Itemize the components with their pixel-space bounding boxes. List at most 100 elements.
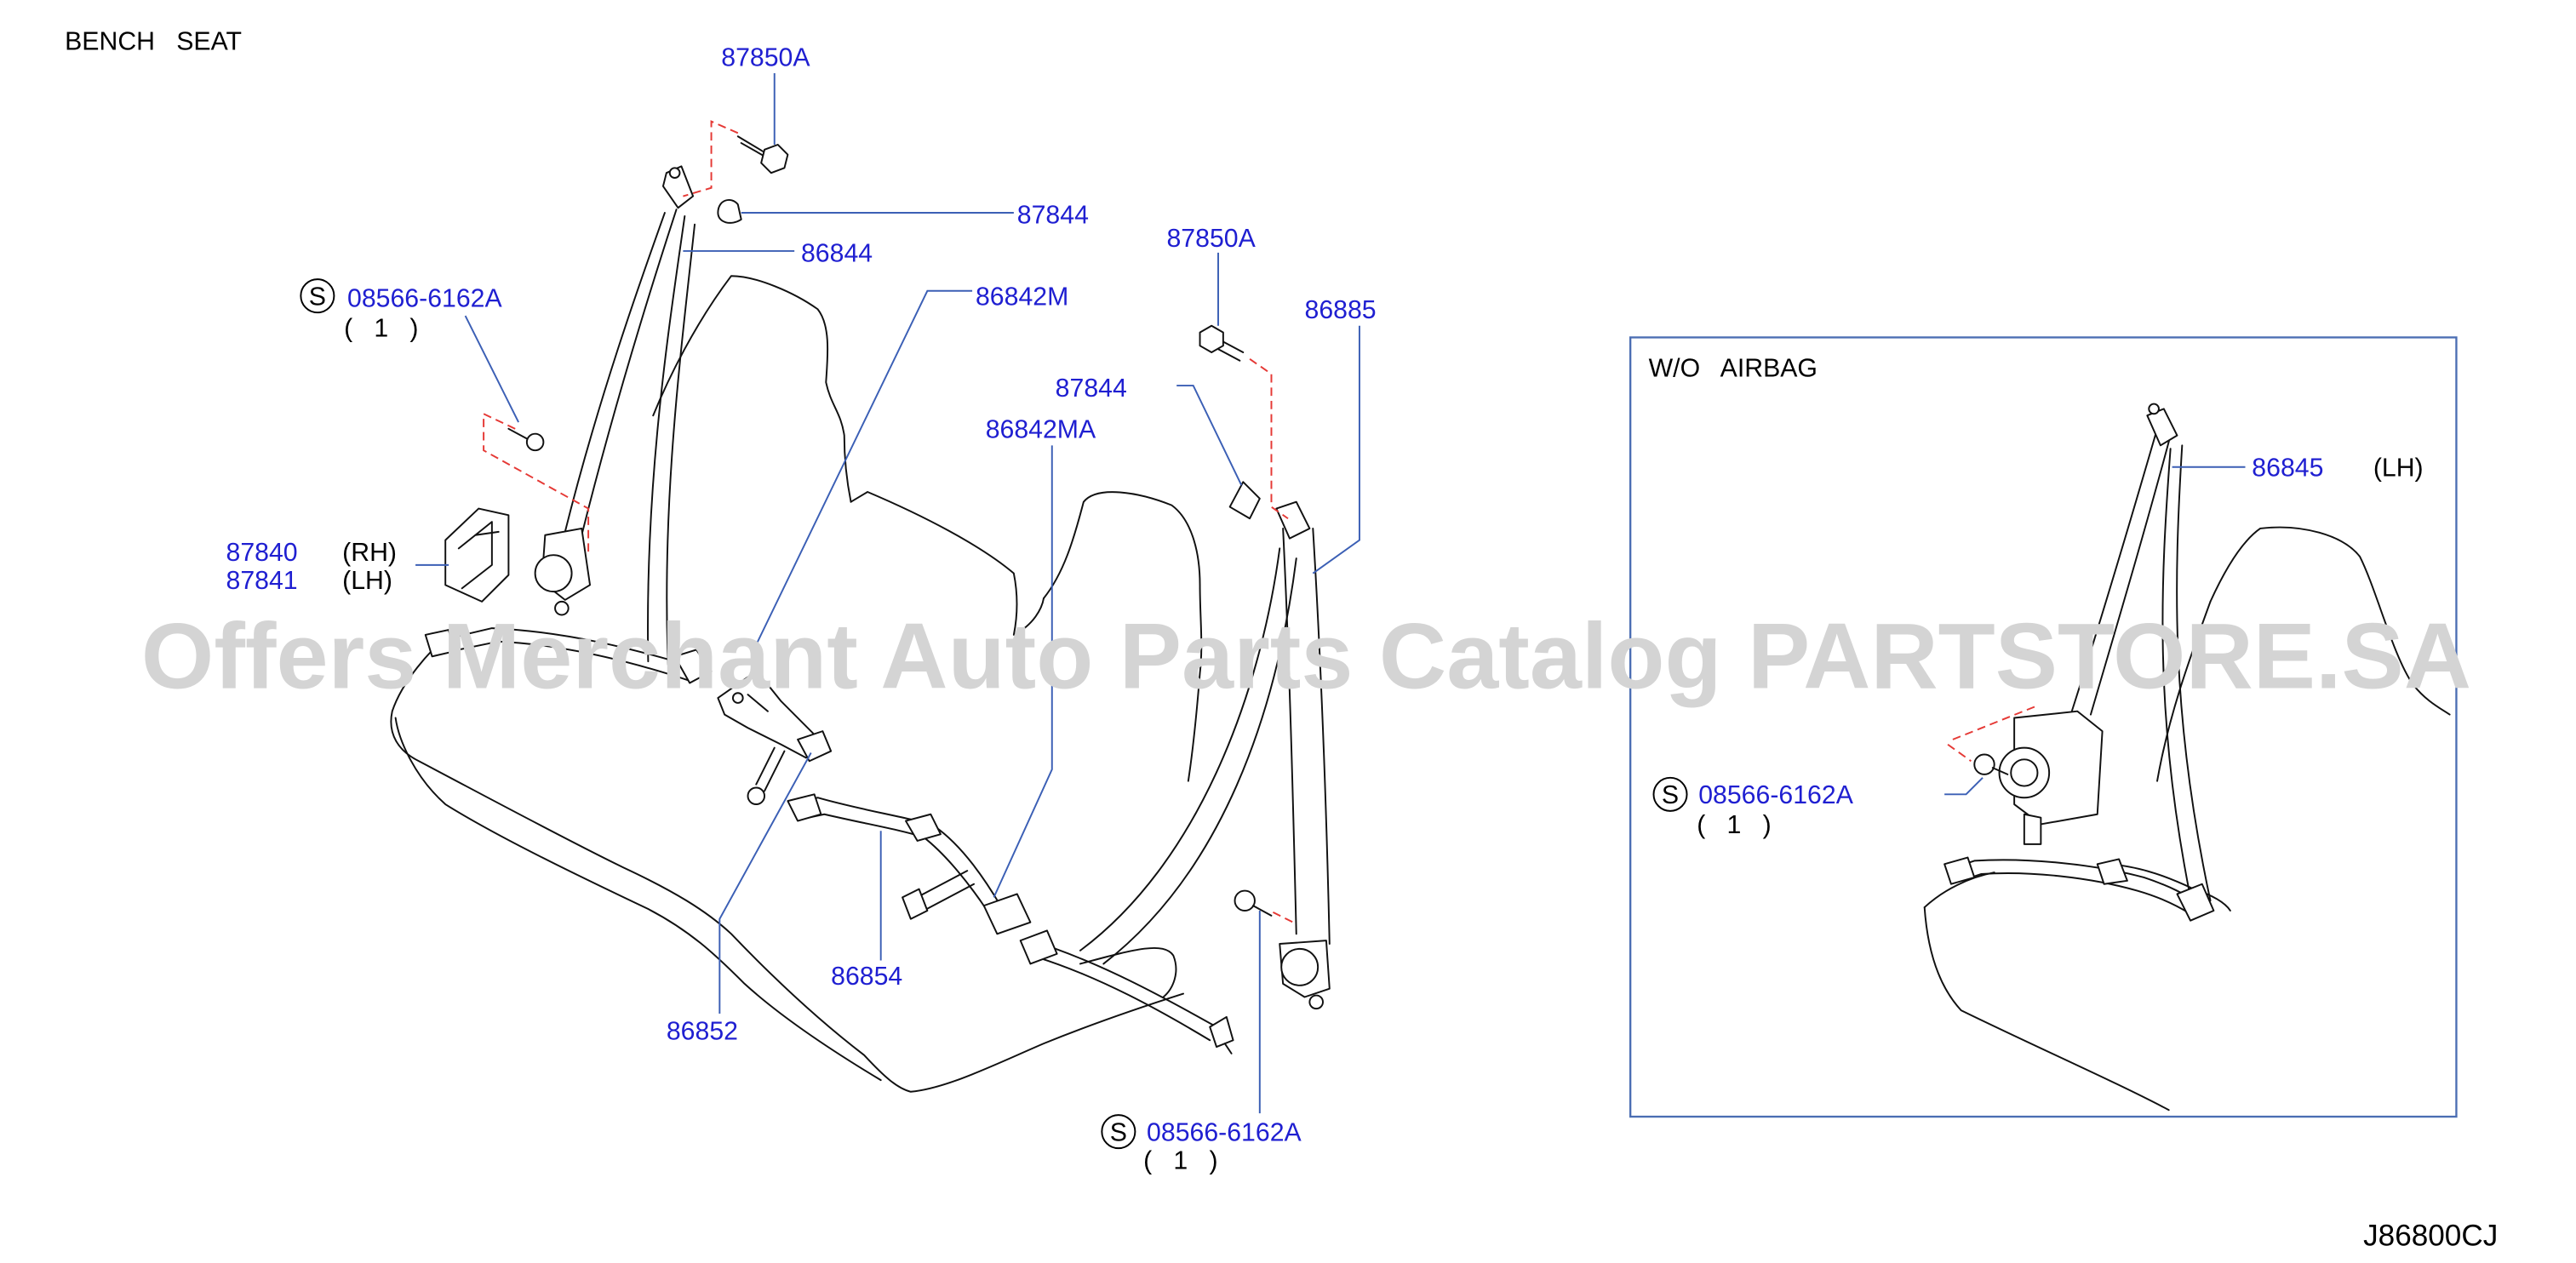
- retractor-spool: [1280, 947, 1319, 986]
- standard-part-symbol: S: [309, 283, 326, 311]
- anchor-cover: [1228, 481, 1261, 520]
- shoulder-belt-strand: [1079, 547, 1281, 952]
- leader-08566-inset: [1944, 777, 1984, 796]
- callout-86885[interactable]: 86885: [1305, 296, 1377, 324]
- guide-dash-line: [483, 412, 590, 556]
- callout-part-number[interactable]: 08566-6162A: [1147, 1118, 1302, 1146]
- standard-part-symbol: S: [1662, 781, 1679, 809]
- inset-without-airbag: W/O AIRBAG 86845 (LH) S 08566-6162A: [1629, 336, 2458, 1118]
- d-ring-bolt: [668, 167, 681, 180]
- shoulder-belt-strand: [1282, 527, 1297, 935]
- watermark-text: Offers Merchant Auto Parts Catalog PARTS…: [141, 604, 2471, 708]
- shoulder-belt-strand: [647, 214, 686, 663]
- figure-id: J86800CJ: [2363, 1219, 2498, 1252]
- callout-08566-inset[interactable]: S 08566-6162A ( 1 ): [1652, 776, 1854, 839]
- inset-title: W/O AIRBAG: [1649, 354, 1818, 382]
- callout-87840[interactable]: 87840: [226, 539, 298, 567]
- anchor-cover: [717, 198, 742, 224]
- upper-anchor-hardware: [683, 120, 789, 224]
- right-seat-belt-assembly: [1079, 500, 1331, 1010]
- callout-87844-right[interactable]: 87844: [1056, 374, 1127, 403]
- tongue-plate: [1019, 929, 1058, 965]
- guide-dash-line: [683, 120, 739, 197]
- callout-86842M[interactable]: 86842M: [976, 283, 1068, 311]
- standard-part-symbol: S: [1110, 1118, 1127, 1146]
- lap-belt-strap: [434, 627, 699, 669]
- callout-86844[interactable]: 86844: [801, 240, 873, 268]
- left-seat-belt-assembly: [424, 165, 713, 684]
- callout-87850A-right[interactable]: 87850A: [1166, 225, 1256, 253]
- inset-lap-belt-strap: [1960, 872, 2192, 915]
- inset-belt-strand: [2089, 434, 2172, 716]
- inset-retractor-mount: [2023, 813, 2042, 845]
- lap-belt-end-plate: [787, 793, 822, 822]
- callout-part-number[interactable]: 08566-6162A: [347, 284, 502, 312]
- inset-retractor-body: [2013, 710, 2104, 826]
- retractor-bolt: [554, 600, 570, 616]
- callout-08566-left[interactable]: S 08566-6162A ( 1 ): [300, 278, 503, 342]
- callout-87841[interactable]: 87841: [226, 567, 298, 595]
- left-buckle-assembly: [717, 673, 833, 806]
- callout-86852[interactable]: 86852: [667, 1017, 738, 1045]
- leader-86842M: [755, 289, 973, 646]
- buckle-stalk-end: [747, 786, 766, 806]
- leader-86885: [1312, 325, 1360, 574]
- bolt-hex-head: [1199, 324, 1224, 353]
- leader-86852: [718, 752, 812, 1014]
- inset-upper-anchor: [2146, 408, 2178, 447]
- lap-belt-strap: [800, 813, 988, 912]
- standard-part-symbol-ring: [1652, 776, 1688, 812]
- callout-side-rh: (RH): [342, 539, 397, 567]
- lap-anchor-plate: [424, 629, 455, 658]
- leader-08566-left: [464, 315, 519, 423]
- retractor-bolt: [1308, 994, 1324, 1010]
- inset-cushion-outline: [1923, 906, 2170, 1112]
- callout-part-number[interactable]: 08566-6162A: [1698, 781, 1853, 809]
- left-seatback-outline: [652, 275, 852, 503]
- shoulder-belt-strand: [666, 223, 696, 666]
- page-title: BENCH SEAT: [65, 28, 242, 56]
- callout-08566-bottom[interactable]: S 08566-6162A ( 1 ): [1101, 1114, 1302, 1175]
- inset-lap-adjuster: [2096, 858, 2128, 885]
- inset-bolt-head: [1973, 753, 1995, 775]
- callout-side-lh: (LH): [342, 567, 392, 595]
- inset-border: [1629, 336, 2458, 1118]
- guide-dash-line: [1272, 912, 1297, 925]
- callout-86845[interactable]: 86845: [2252, 454, 2323, 482]
- bolt-head: [525, 432, 545, 452]
- callout-87850A-top[interactable]: 87850A: [721, 43, 810, 71]
- inset-belt-strand: [2161, 448, 2192, 899]
- inset-belt-strand: [2069, 427, 2159, 716]
- buckle-body: [982, 893, 1032, 935]
- inset-retractor-hub: [2010, 758, 2039, 787]
- right-retractor-bolt: [1234, 889, 1297, 925]
- callout-side-lh: (LH): [2373, 454, 2424, 482]
- bolt-hex-head: [760, 144, 789, 174]
- buckle-anchor: [902, 888, 929, 920]
- shoulder-belt-strand: [1312, 527, 1331, 946]
- retractor-spool: [534, 554, 573, 593]
- upper-d-ring-anchor: [1275, 500, 1311, 540]
- callout-86854[interactable]: 86854: [831, 963, 902, 991]
- standard-part-symbol-ring: [1101, 1114, 1136, 1150]
- leader-87844-right: [1176, 385, 1243, 486]
- right-cushion-edge: [1079, 946, 1177, 998]
- tongue-plate: [797, 730, 833, 763]
- standard-part-symbol-ring: [300, 278, 335, 314]
- retractor-bracket: [444, 507, 510, 603]
- bolt-shank: [1252, 905, 1273, 917]
- center-seatback-edge: [850, 491, 1045, 636]
- center-lap-belt: [787, 793, 1002, 912]
- callout-86842MA[interactable]: 86842MA: [986, 416, 1096, 444]
- callout-quantity: ( 1 ): [344, 314, 418, 342]
- inset-lap-end-plate: [1943, 856, 1976, 885]
- bracket-flange: [457, 521, 500, 590]
- bolt-shank: [736, 135, 766, 157]
- leader-lines: [415, 73, 1360, 1114]
- center-buckle-assembly: [902, 870, 1032, 935]
- callout-87844-top[interactable]: 87844: [1017, 202, 1089, 230]
- right-seatback-outline: [1043, 491, 1203, 782]
- lap-belt-adjuster: [905, 813, 942, 842]
- bolt-head: [1234, 889, 1256, 912]
